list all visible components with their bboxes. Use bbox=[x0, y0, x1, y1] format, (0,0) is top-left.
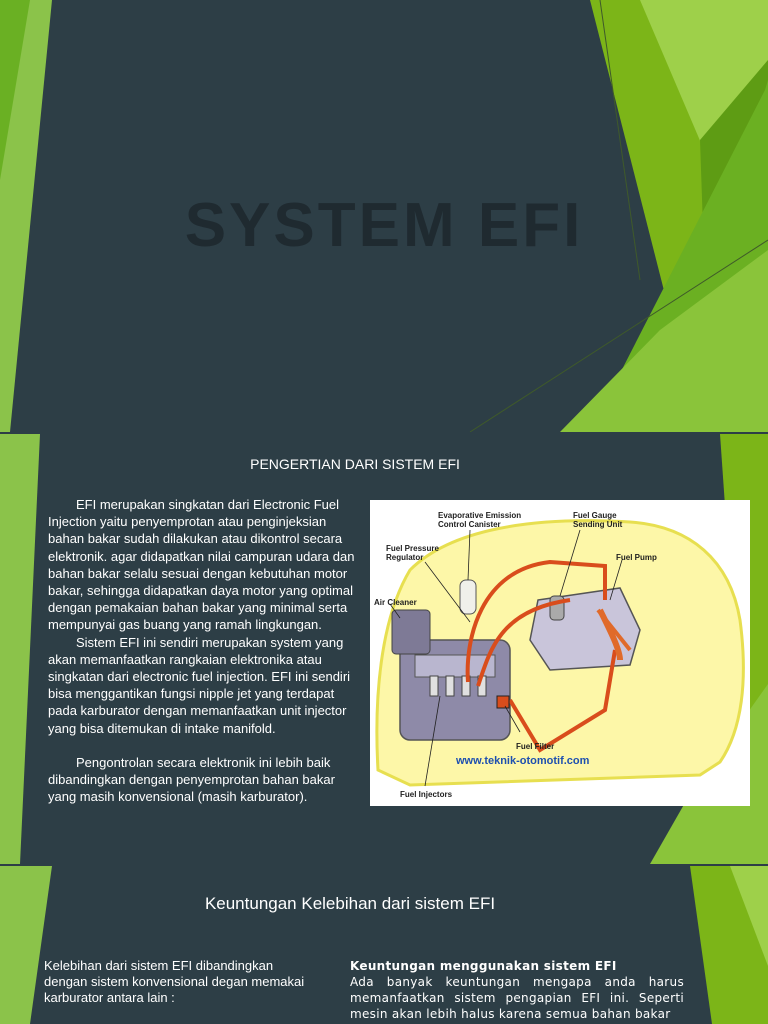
label-pressure-regulator: Fuel Pressure Regulator bbox=[386, 544, 439, 562]
advantages-heading: Keuntungan menggunakan sistem EFI bbox=[350, 959, 617, 973]
green-shapes-decoration bbox=[0, 866, 768, 1024]
section-title: PENGERTIAN DARI SISTEM EFI bbox=[250, 456, 460, 472]
slide-title: SYSTEM EFI bbox=[184, 191, 584, 260]
paragraph: EFI merupakan singkatan dari Electronic … bbox=[48, 497, 355, 633]
definition-text: EFI merupakan singkatan dari Electronic … bbox=[48, 496, 364, 805]
label-evap-canister: Evaporative Emission Control Canister bbox=[438, 511, 522, 529]
fuel-system-illustration bbox=[375, 519, 745, 787]
paragraph: Pengontrolan secara elektronik ini lebih… bbox=[48, 754, 335, 805]
advantages-intro-text: Kelebihan dari sistem EFI dibandingkan d… bbox=[44, 958, 305, 1005]
label-fuel-pump: Fuel Pump bbox=[616, 553, 657, 562]
paragraph: Sistem EFI ini sendiri merupakan system … bbox=[48, 634, 351, 736]
green-shapes-decoration bbox=[0, 0, 768, 432]
label-air-cleaner: Air Cleaner bbox=[374, 598, 417, 607]
efi-system-diagram: Evaporative Emission Control Canister Fu… bbox=[370, 500, 750, 806]
label-fuel-injectors: Fuel Injectors bbox=[400, 790, 453, 799]
advantages-slide: Keuntungan Kelebihan dari sistem EFI Kel… bbox=[0, 866, 768, 1024]
section-title: Keuntungan Kelebihan dari sistem EFI bbox=[204, 894, 496, 913]
definition-slide: PENGERTIAN DARI SISTEM EFI EFI merupakan… bbox=[0, 434, 768, 864]
advantages-detail: Keuntungan menggunakan sistem EFI Ada ba… bbox=[350, 958, 684, 1022]
label-fuel-gauge: Fuel Gauge Sending Unit bbox=[573, 511, 623, 529]
title-slide: SYSTEM EFI bbox=[0, 0, 768, 432]
label-fuel-filter: Fuel Filter bbox=[516, 742, 555, 751]
advantages-text: Ada banyak keuntungan mengapa anda harus… bbox=[350, 975, 684, 1021]
source-url: www.teknik-otomotif.com bbox=[456, 755, 590, 767]
